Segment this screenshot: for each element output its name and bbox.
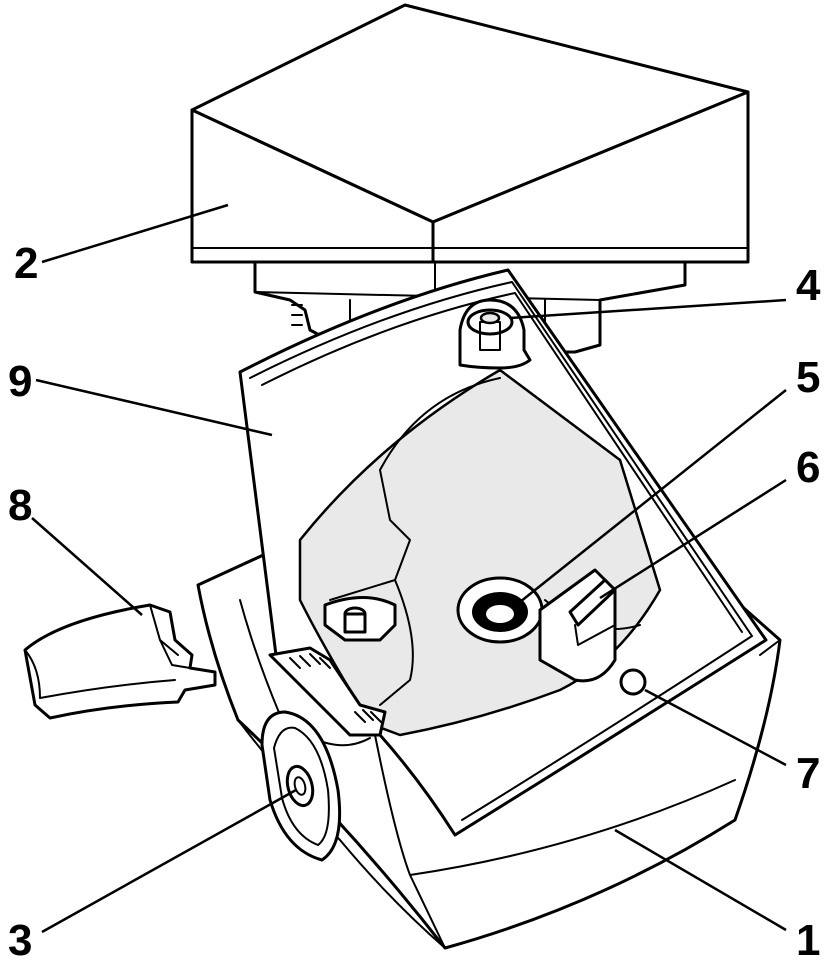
base-part: [196, 268, 782, 950]
nozzle-slot: [268, 646, 387, 737]
leader-lines: [31, 203, 787, 934]
callout-7: 7: [796, 749, 820, 798]
drain-post: [323, 596, 397, 642]
callout-labels: 2 9 8 4 5 6 7 1 3: [8, 239, 821, 965]
leader-8: [31, 517, 143, 616]
callout-2: 2: [14, 239, 38, 288]
leader-6: [599, 478, 787, 600]
leader-9: [35, 378, 273, 437]
leader-4: [509, 298, 787, 320]
callout-3: 3: [8, 916, 32, 965]
mist-nozzle-part: [23, 603, 217, 720]
nebulizer-disc: [456, 576, 544, 644]
float-chamber: [538, 568, 617, 683]
nozzle-body: [23, 603, 217, 720]
callout-8: 8: [8, 481, 32, 530]
callout-1: 1: [796, 916, 820, 965]
leader-2: [41, 203, 229, 264]
control-knob: [260, 710, 342, 862]
leader-5: [519, 389, 787, 603]
leader-1: [614, 828, 787, 932]
leader-3: [41, 788, 297, 934]
callout-5: 5: [796, 353, 820, 402]
callout-6: 6: [796, 443, 820, 492]
callout-4: 4: [796, 261, 821, 310]
leader-7: [644, 688, 787, 767]
callout-9: 9: [8, 357, 32, 406]
indicator-light: [619, 668, 647, 696]
